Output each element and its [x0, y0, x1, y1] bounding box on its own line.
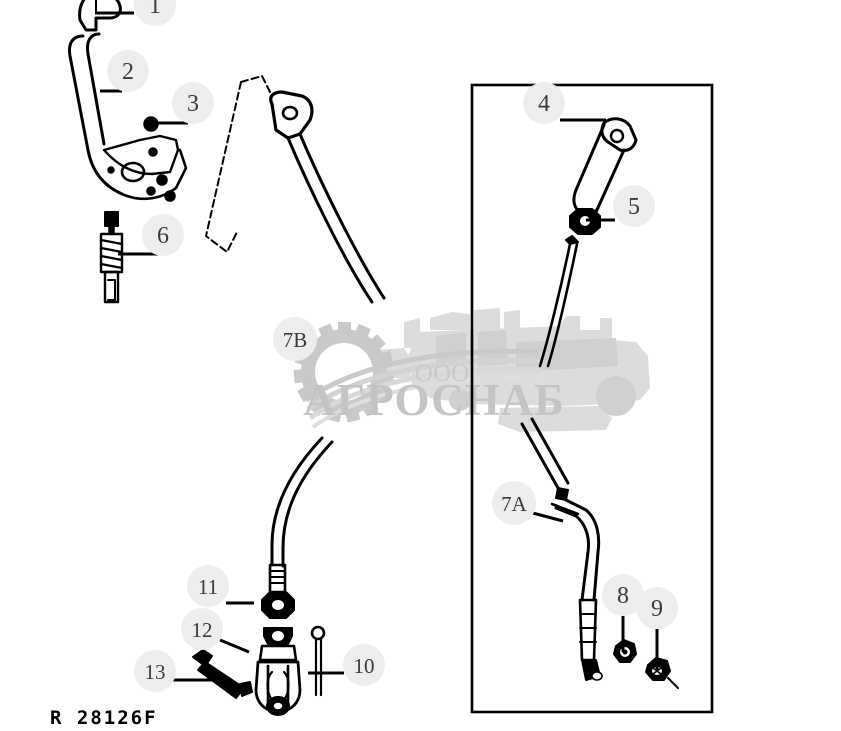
yoke-assembly-group	[192, 591, 326, 716]
callout-label-10: 10	[354, 654, 375, 678]
part-12-yoke	[254, 627, 302, 716]
callout-bubble-9[interactable]	[636, 587, 678, 629]
callout-label-9: 9	[651, 596, 663, 622]
callout-leaders	[95, 11, 659, 682]
callout-bubble-7A[interactable]	[492, 481, 536, 525]
panel-artwork	[520, 117, 679, 689]
callout-label-7A: 7A	[501, 492, 528, 516]
figure-caption: R 28126F	[50, 707, 158, 729]
part-11-nut	[261, 591, 295, 619]
callout-bubble-4[interactable]	[523, 82, 565, 124]
panel-rod-top-tip	[565, 235, 579, 245]
callout-bubble-2[interactable]	[107, 50, 149, 92]
callout-bubble-5[interactable]	[613, 185, 655, 227]
part-7b-center-rod	[268, 90, 386, 594]
callout-label-4: 4	[538, 91, 550, 117]
watermark-company-form: ООО	[415, 360, 469, 387]
callout-label-13: 13	[145, 660, 166, 684]
callout-bubble-3[interactable]	[172, 82, 214, 124]
watermark-company-name: АГРОСНАБ	[303, 375, 565, 425]
callout-bubble-10[interactable]	[343, 644, 385, 686]
callout-11[interactable]: 11	[187, 565, 229, 607]
callout-label-12: 12	[192, 618, 213, 642]
part-7b-eye-hole	[281, 105, 299, 121]
part-9-nut	[645, 657, 679, 689]
part-7b-eye-end	[269, 90, 314, 140]
bracket-hole-small-4	[164, 190, 176, 202]
callout-label-1: 1	[149, 0, 161, 19]
part-2-lever-edge	[68, 34, 124, 196]
callout-bubble-1[interactable]	[134, 0, 176, 26]
callout-4[interactable]: 4	[523, 82, 565, 124]
callout-9[interactable]: 9	[636, 587, 678, 629]
part-8-washer	[613, 639, 637, 663]
callout-5[interactable]: 5	[613, 185, 655, 227]
callout-bubble-6[interactable]	[142, 214, 184, 256]
part-6-plunger	[99, 211, 124, 304]
detail-panel-border	[470, 83, 714, 714]
phantom-reference-line	[205, 75, 271, 253]
bracket-hole-small-1	[148, 147, 158, 157]
bracket-hole-small-5	[107, 166, 115, 174]
callout-label-6: 6	[157, 223, 169, 249]
callout-2[interactable]: 2	[107, 50, 149, 92]
callout-leader-12	[219, 638, 250, 654]
callout-bubble-12[interactable]	[181, 608, 223, 650]
callout-label-11: 11	[198, 575, 218, 599]
callout-bubble-7B[interactable]	[273, 317, 317, 361]
linkage-artwork-left	[68, 0, 271, 304]
callout-leader-7A	[528, 510, 564, 523]
part-3-bracket-lower	[120, 148, 188, 201]
part-10-cotter-pin	[310, 625, 326, 697]
part-7b-threaded-tip	[268, 563, 287, 594]
part-2-lever-edge2	[86, 32, 106, 146]
part-1-clip	[78, 0, 122, 32]
part-5-nut	[569, 208, 601, 235]
callout-label-3: 3	[187, 91, 199, 117]
callout-10[interactable]: 10	[343, 644, 385, 686]
callout-label-5: 5	[628, 194, 640, 220]
callout-6[interactable]: 6	[142, 214, 184, 256]
bracket-main-hole	[120, 161, 146, 183]
callout-label-8: 8	[617, 583, 629, 609]
bracket-hole-small-2	[156, 174, 168, 186]
part-13-bolt	[192, 649, 253, 699]
bracket-hole-small-3	[146, 186, 156, 196]
callout-label-7B: 7B	[283, 328, 308, 352]
swoosh-icon	[304, 348, 545, 429]
callout-1[interactable]: 1	[134, 0, 176, 26]
callout-7A[interactable]: 7A	[492, 481, 536, 525]
callout-bubble-8[interactable]	[602, 574, 644, 616]
callout-bubble-13[interactable]	[134, 650, 176, 692]
callout-7B[interactable]: 7B	[273, 317, 317, 361]
callout-12[interactable]: 12	[181, 608, 223, 650]
part-3-bracket-plate	[102, 134, 180, 176]
callout-bubble-11[interactable]	[187, 565, 229, 607]
callout-3[interactable]: 3	[172, 82, 214, 124]
callout-13[interactable]: 13	[134, 650, 176, 692]
watermark-agrosnab: ООО АГРОСНАБ	[293, 308, 650, 432]
callout-8[interactable]: 8	[602, 574, 644, 616]
callout-label-2: 2	[122, 59, 134, 85]
part-7a-control-rod	[520, 417, 603, 681]
